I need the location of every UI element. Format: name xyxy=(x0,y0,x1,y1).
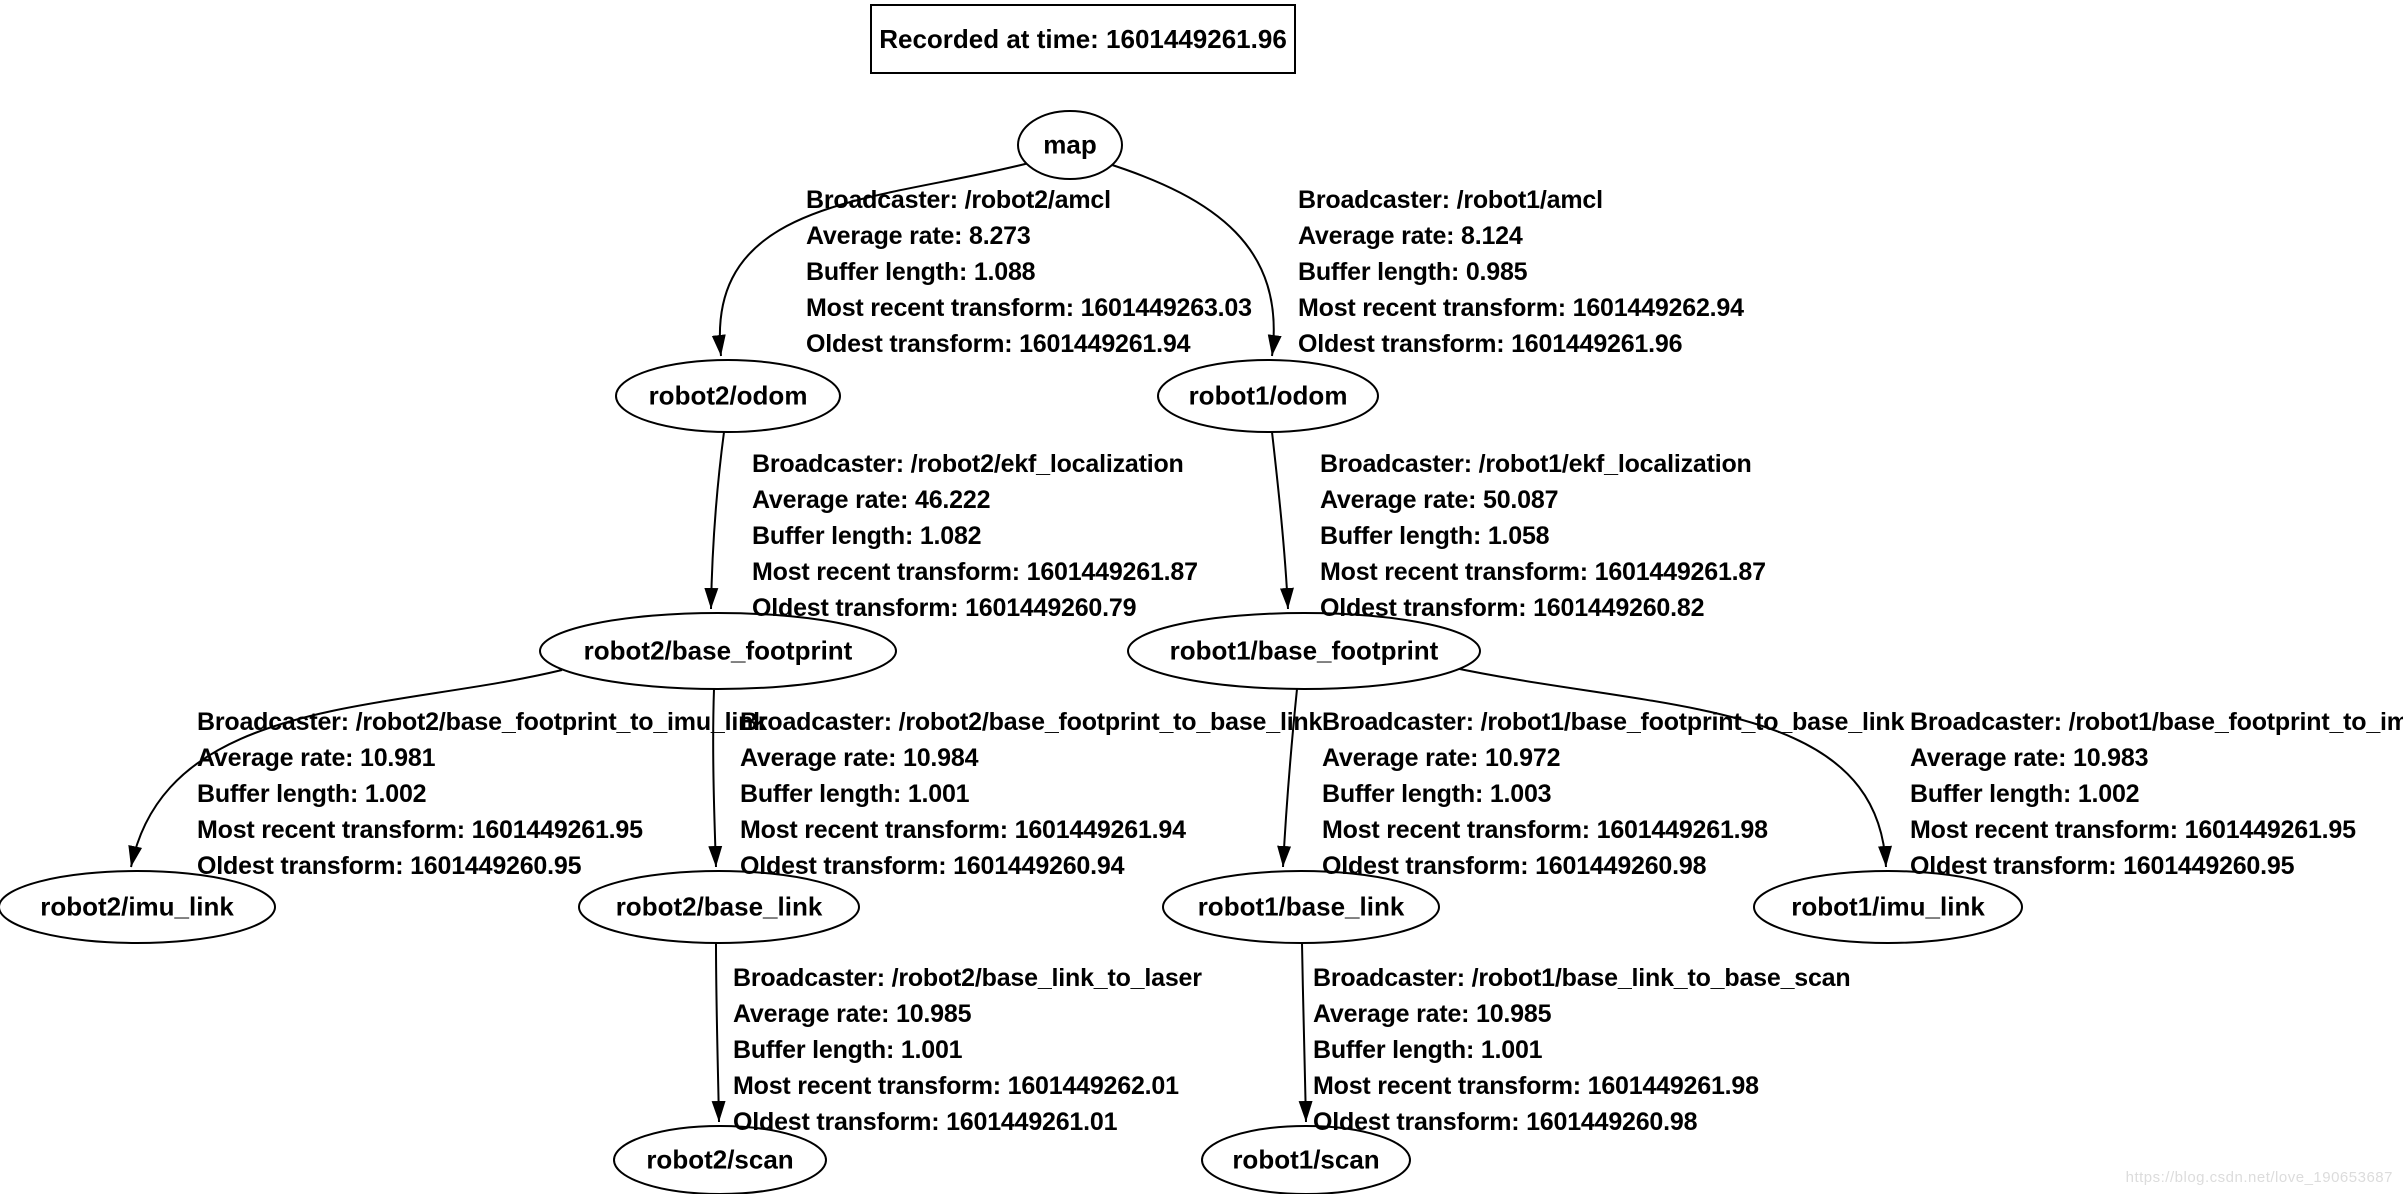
node-robot1-imu-link-ellipse xyxy=(1753,870,2023,944)
stat-line-broadcaster: Broadcaster: /robot2/ekf_localization xyxy=(752,450,1184,478)
edge-stats-robot1-odom-to-base-footprint: Broadcaster: /robot1/ekf_localization Av… xyxy=(1320,446,1766,626)
edge-stats-robot1-base-link-to-scan: Broadcaster: /robot1/base_link_to_base_s… xyxy=(1313,960,1851,1140)
stat-line-most-recent: Most recent transform: 1601449262.94 xyxy=(1298,294,1744,322)
edge-map-to-robot1-odom xyxy=(1105,162,1282,357)
edge-map-to-robot2-odom xyxy=(711,161,1034,357)
stat-line-buffer-length: Buffer length: 1.002 xyxy=(197,780,427,808)
edge-stats-robot2-base-link-to-scan: Broadcaster: /robot2/base_link_to_laser … xyxy=(733,960,1202,1140)
node-robot2-base-link-ellipse xyxy=(578,870,860,944)
node-robot2-imu-link-ellipse xyxy=(0,870,276,944)
edge-stats-robot2-odom-to-base-footprint: Broadcaster: /robot2/ekf_localization Av… xyxy=(752,446,1198,626)
node-label-robot1-base-link: robot1/base_link xyxy=(1197,891,1405,922)
stat-line-oldest: Oldest transform: 1601449260.98 xyxy=(1322,852,1707,880)
stat-line-oldest: Oldest transform: 1601449261.01 xyxy=(733,1108,1118,1136)
node-label-robot1-imu-link: robot1/imu_link xyxy=(1791,891,1985,922)
stat-line-average-rate: Average rate: 46.222 xyxy=(752,486,991,514)
csdn-watermark: https://blog.csdn.net/love_190653687 xyxy=(2125,1169,2393,1186)
stat-line-buffer-length: Buffer length: 1.082 xyxy=(752,522,982,550)
edge-robot1-base-footprint-to-base-link xyxy=(1277,688,1298,868)
recorded-time-text: Recorded at time: 1601449261.96 xyxy=(879,23,1287,54)
node-label-map: map xyxy=(1043,129,1097,160)
edge-robot1-base-footprint-to-imu-link xyxy=(1449,666,1892,868)
edge-stats-robot1-base-footprint-to-base-link: Broadcaster: /robot1/base_footprint_to_b… xyxy=(1322,704,1904,884)
stat-line-most-recent: Most recent transform: 1601449261.95 xyxy=(197,816,643,844)
edge-stats-robot2-base-footprint-to-base-link: Broadcaster: /robot2/base_footprint_to_b… xyxy=(740,704,1322,884)
node-robot1-odom-ellipse xyxy=(1157,359,1379,433)
edge-robot2-odom-to-base-footprint xyxy=(704,431,725,610)
stat-line-broadcaster: Broadcaster: /robot2/amcl xyxy=(806,186,1111,214)
node-robot1-base-link-ellipse xyxy=(1162,870,1440,944)
node-label-robot1-odom: robot1/odom xyxy=(1188,380,1348,411)
stat-line-oldest: Oldest transform: 1601449260.98 xyxy=(1313,1108,1698,1136)
stat-line-average-rate: Average rate: 10.981 xyxy=(197,744,436,772)
stat-line-broadcaster: Broadcaster: /robot1/base_footprint_to_b… xyxy=(1322,708,1905,736)
node-robot2-odom-ellipse xyxy=(615,359,841,433)
stat-line-broadcaster: Broadcaster: /robot1/base_footprint_to_i… xyxy=(1910,708,2403,736)
node-label-robot2-odom: robot2/odom xyxy=(648,380,808,411)
stat-line-broadcaster: Broadcaster: /robot1/base_link_to_base_s… xyxy=(1313,964,1851,992)
stat-line-buffer-length: Buffer length: 1.001 xyxy=(740,780,970,808)
node-label-robot2-base-footprint: robot2/base_footprint xyxy=(583,635,853,666)
edge-stats-map-to-robot2-odom: Broadcaster: /robot2/amcl Average rate: … xyxy=(806,182,1252,362)
stat-line-most-recent: Most recent transform: 1601449262.01 xyxy=(733,1072,1179,1100)
stat-line-most-recent: Most recent transform: 1601449263.03 xyxy=(806,294,1252,322)
stat-line-average-rate: Average rate: 10.985 xyxy=(733,1000,972,1028)
stat-line-buffer-length: Buffer length: 1.058 xyxy=(1320,522,1550,550)
node-label-robot2-scan: robot2/scan xyxy=(646,1144,794,1175)
stat-line-buffer-length: Buffer length: 0.985 xyxy=(1298,258,1528,286)
edge-robot2-base-link-to-scan xyxy=(711,942,726,1123)
stat-line-most-recent: Most recent transform: 1601449261.87 xyxy=(1320,558,1766,586)
edge-robot1-base-link-to-scan xyxy=(1298,942,1313,1123)
stat-line-average-rate: Average rate: 10.972 xyxy=(1322,744,1561,772)
stat-line-buffer-length: Buffer length: 1.002 xyxy=(1910,780,2140,808)
stat-line-oldest: Oldest transform: 1601449260.95 xyxy=(197,852,582,880)
node-robot2-scan-ellipse xyxy=(613,1125,827,1194)
edge-robot1-odom-to-base-footprint xyxy=(1271,431,1294,610)
stat-line-most-recent: Most recent transform: 1601449261.94 xyxy=(740,816,1186,844)
stat-line-most-recent: Most recent transform: 1601449261.98 xyxy=(1322,816,1768,844)
stat-line-average-rate: Average rate: 8.124 xyxy=(1298,222,1523,250)
edge-robot2-base-footprint-to-imu-link xyxy=(128,669,563,868)
edge-stats-robot2-base-footprint-to-imu-link: Broadcaster: /robot2/base_footprint_to_i… xyxy=(197,704,767,884)
stat-line-average-rate: Average rate: 10.985 xyxy=(1313,1000,1552,1028)
edge-stats-robot1-base-footprint-to-imu-link: Broadcaster: /robot1/base_footprint_to_i… xyxy=(1910,704,2403,884)
edge-robot2-base-footprint-to-base-link xyxy=(708,688,723,868)
edge-stats-map-to-robot1-odom: Broadcaster: /robot1/amcl Average rate: … xyxy=(1298,182,1744,362)
stat-line-oldest: Oldest transform: 1601449261.94 xyxy=(806,330,1191,358)
node-label-robot2-imu-link: robot2/imu_link xyxy=(40,891,234,922)
stat-line-buffer-length: Buffer length: 1.003 xyxy=(1322,780,1552,808)
stat-line-broadcaster: Broadcaster: /robot1/amcl xyxy=(1298,186,1603,214)
node-robot2-base-footprint-ellipse xyxy=(539,612,897,690)
stat-line-average-rate: Average rate: 10.983 xyxy=(1910,744,2149,772)
node-robot1-base-footprint-ellipse xyxy=(1127,612,1481,690)
node-group xyxy=(0,110,2023,1194)
stat-line-average-rate: Average rate: 50.087 xyxy=(1320,486,1559,514)
stat-line-oldest: Oldest transform: 1601449260.82 xyxy=(1320,594,1705,622)
edge-group xyxy=(128,161,1892,1123)
stat-line-broadcaster: Broadcaster: /robot1/ekf_localization xyxy=(1320,450,1752,478)
node-map-ellipse xyxy=(1017,110,1123,180)
stat-line-buffer-length: Buffer length: 1.088 xyxy=(806,258,1036,286)
stat-line-buffer-length: Buffer length: 1.001 xyxy=(1313,1036,1543,1064)
stat-line-oldest: Oldest transform: 1601449261.96 xyxy=(1298,330,1683,358)
recorded-time-box: Recorded at time: 1601449261.96 xyxy=(870,4,1296,74)
stat-line-broadcaster: Broadcaster: /robot2/base_link_to_laser xyxy=(733,964,1202,992)
node-robot1-scan-ellipse xyxy=(1201,1125,1411,1194)
node-label-robot1-base-footprint: robot1/base_footprint xyxy=(1169,635,1439,666)
stat-line-buffer-length: Buffer length: 1.001 xyxy=(733,1036,963,1064)
node-label-robot2-base-link: robot2/base_link xyxy=(615,891,823,922)
stat-line-oldest: Oldest transform: 1601449260.95 xyxy=(1910,852,2295,880)
stat-line-oldest: Oldest transform: 1601449260.94 xyxy=(740,852,1125,880)
stat-line-broadcaster: Broadcaster: /robot2/base_footprint_to_i… xyxy=(197,708,767,736)
stat-line-most-recent: Most recent transform: 1601449261.98 xyxy=(1313,1072,1759,1100)
stat-line-average-rate: Average rate: 8.273 xyxy=(806,222,1031,250)
stat-line-average-rate: Average rate: 10.984 xyxy=(740,744,979,772)
stat-line-most-recent: Most recent transform: 1601449261.95 xyxy=(1910,816,2356,844)
node-label-robot1-scan: robot1/scan xyxy=(1232,1144,1380,1175)
stat-line-oldest: Oldest transform: 1601449260.79 xyxy=(752,594,1137,622)
stat-line-most-recent: Most recent transform: 1601449261.87 xyxy=(752,558,1198,586)
stat-line-broadcaster: Broadcaster: /robot2/base_footprint_to_b… xyxy=(740,708,1323,736)
